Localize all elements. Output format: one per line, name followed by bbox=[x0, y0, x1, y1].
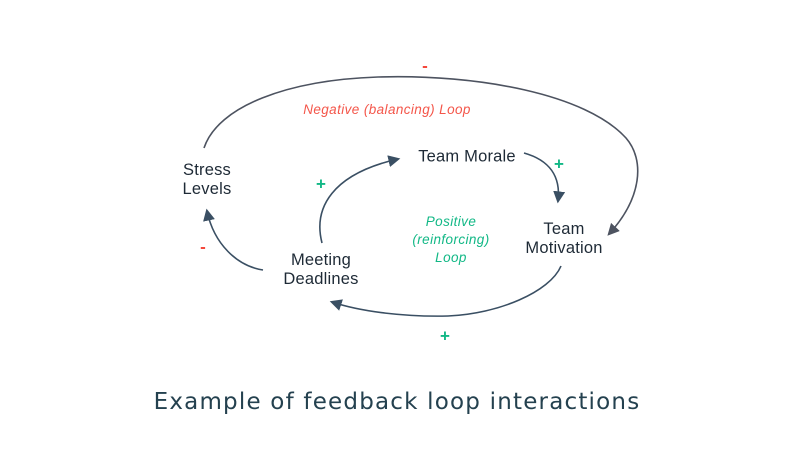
sign-outer-top-minus: - bbox=[422, 56, 428, 76]
node-meeting-deadlines: Meeting Deadlines bbox=[283, 251, 359, 288]
diagram-caption: Example of feedback loop interactions bbox=[153, 389, 641, 415]
edge-deadlines-to-stress-arrow bbox=[203, 208, 264, 271]
edge-deadlines-to-morale-arrow bbox=[319, 155, 401, 244]
node-team-motivation: Team Motivation bbox=[525, 220, 603, 257]
node-team-morale: Team Morale bbox=[418, 147, 516, 166]
edge-morale-to-motivation-arrow bbox=[523, 152, 566, 204]
sign-motivation-to-deadlines-plus: + bbox=[440, 326, 450, 346]
edge-stress-to-motivation-arrow bbox=[203, 75, 639, 236]
sign-deadlines-to-stress-minus: - bbox=[200, 237, 206, 257]
node-stress-levels: Stress Levels bbox=[182, 161, 232, 198]
positive-loop-label: Positive (reinforcing) Loop bbox=[412, 214, 490, 265]
edge-motivation-to-deadlines-arrow bbox=[329, 265, 562, 317]
sign-morale-to-motivation-plus: + bbox=[554, 154, 564, 174]
negative-loop-label: Negative (balancing) Loop bbox=[303, 102, 471, 117]
sign-deadlines-to-morale-plus: + bbox=[316, 174, 326, 194]
